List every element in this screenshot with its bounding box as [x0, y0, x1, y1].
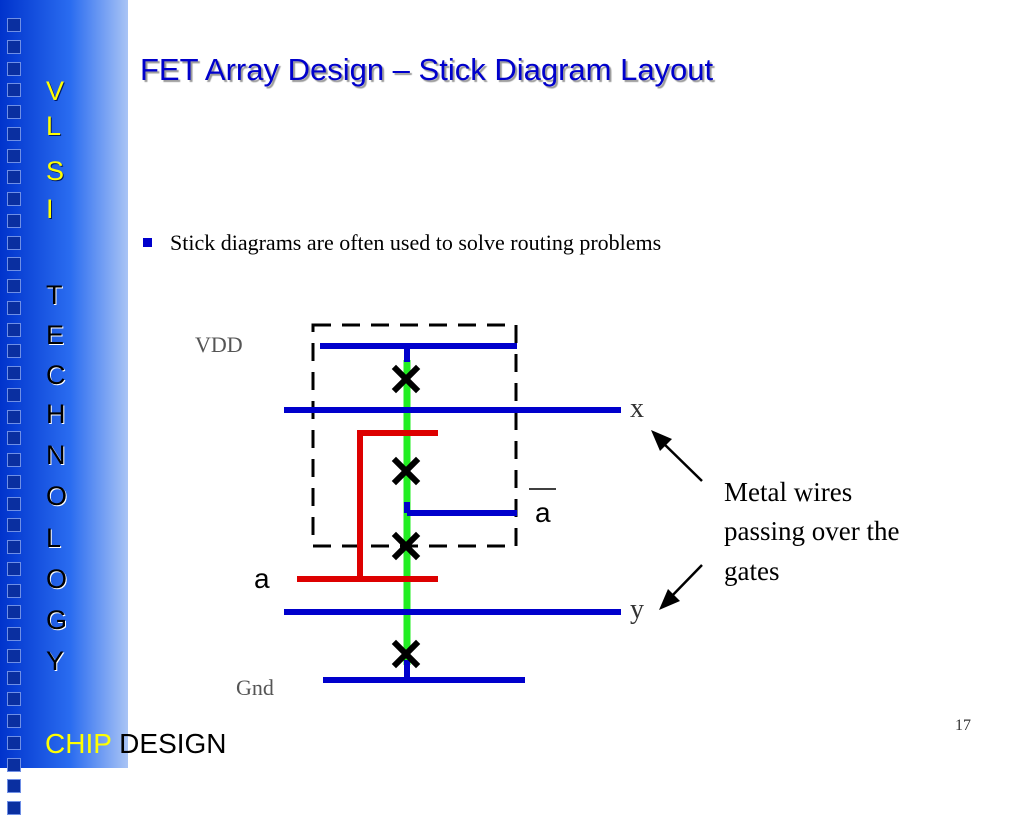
- decorative-square: [7, 18, 21, 32]
- decorative-square: [7, 322, 21, 337]
- decorative-square: [7, 344, 21, 359]
- decorative-square: [7, 409, 21, 424]
- abar-label: a: [535, 497, 551, 528]
- sidebar-letter: N: [46, 440, 66, 470]
- decorative-square: [7, 453, 21, 467]
- sidebar-letter: E: [46, 320, 65, 350]
- decorative-square-column: [7, 18, 21, 823]
- decorative-square: [7, 474, 21, 489]
- stick-diagram: VDD Gnd x y a a Metal wires passing over…: [195, 323, 899, 700]
- decorative-square: [7, 126, 21, 141]
- bullet-text: Stick diagrams are often used to solve r…: [170, 230, 662, 255]
- decorative-square: [7, 387, 21, 402]
- sidebar-letter: I: [46, 194, 54, 224]
- contact-x-icon: [391, 456, 421, 486]
- cell-boundary: [311, 323, 518, 548]
- sidebar: V L S I T E C H N O L O G Y: [0, 0, 128, 815]
- decorative-square: [7, 801, 21, 815]
- decorative-square: [7, 670, 21, 685]
- decorative-square: [7, 235, 21, 250]
- decorative-square: [7, 257, 21, 272]
- bullet-square-icon: [143, 238, 152, 247]
- decorative-square: [7, 83, 21, 98]
- gnd-label: Gnd: [236, 675, 274, 700]
- note-line: passing over the: [724, 516, 899, 546]
- sidebar-letter: L: [46, 111, 62, 141]
- contact-x-icon: [391, 364, 421, 394]
- decorative-square: [7, 105, 21, 119]
- decorative-square: [7, 300, 21, 315]
- decorative-square: [7, 431, 21, 446]
- decorative-square: [7, 540, 21, 554]
- decorative-square: [7, 714, 21, 728]
- sidebar-letter: L: [46, 523, 62, 553]
- decorative-square: [7, 518, 21, 533]
- decorative-square: [7, 170, 21, 185]
- sidebar-letter: Y: [46, 646, 65, 676]
- slide-title: FET Array Design – Stick Diagram Layout: [140, 52, 714, 87]
- decorative-square: [7, 213, 21, 228]
- design-word: DESIGN: [119, 728, 227, 759]
- sidebar-letter: T: [46, 280, 63, 310]
- contact-x-icon: [391, 531, 421, 561]
- sidebar-letter: C: [46, 360, 66, 390]
- sidebar-letter: O: [46, 481, 68, 511]
- chip-design-label: CHIP DESIGN: [45, 728, 227, 760]
- bullet-item: Stick diagrams are often used to solve r…: [143, 230, 661, 256]
- decorative-square: [7, 735, 21, 750]
- decorative-square: [7, 779, 21, 794]
- decorative-square: [7, 39, 21, 54]
- chip-word: CHIP: [45, 728, 112, 759]
- decorative-square: [7, 61, 21, 76]
- decorative-square: [7, 648, 21, 663]
- sidebar-letter: G: [46, 605, 68, 635]
- decorative-square: [7, 192, 21, 206]
- y-label: y: [630, 594, 644, 625]
- decorative-square: [7, 692, 21, 707]
- sidebar-letter: O: [46, 564, 68, 594]
- decorative-square: [7, 561, 21, 576]
- decorative-square: [7, 605, 21, 620]
- note-line: Metal wires: [724, 477, 852, 507]
- decorative-square: [7, 279, 21, 293]
- note-line: gates: [724, 556, 779, 586]
- decorative-square: [7, 496, 21, 511]
- decorative-square: [7, 583, 21, 598]
- decorative-square: [7, 627, 21, 641]
- arrow-up-left-icon: [651, 430, 703, 482]
- contact-x-icon: [391, 639, 421, 669]
- page-number: 17: [955, 717, 971, 734]
- poly-gate-upper: [357, 430, 438, 579]
- x-label: x: [630, 393, 644, 424]
- vdd-label: VDD: [195, 332, 243, 357]
- arrow-down-left-icon: [659, 564, 703, 610]
- decorative-square: [7, 366, 21, 380]
- sidebar-letter: S: [46, 156, 65, 186]
- sidebar-letter: H: [46, 399, 66, 429]
- decorative-square: [7, 148, 21, 163]
- sidebar-letter: V: [46, 76, 65, 106]
- a-input-label: a: [254, 563, 270, 594]
